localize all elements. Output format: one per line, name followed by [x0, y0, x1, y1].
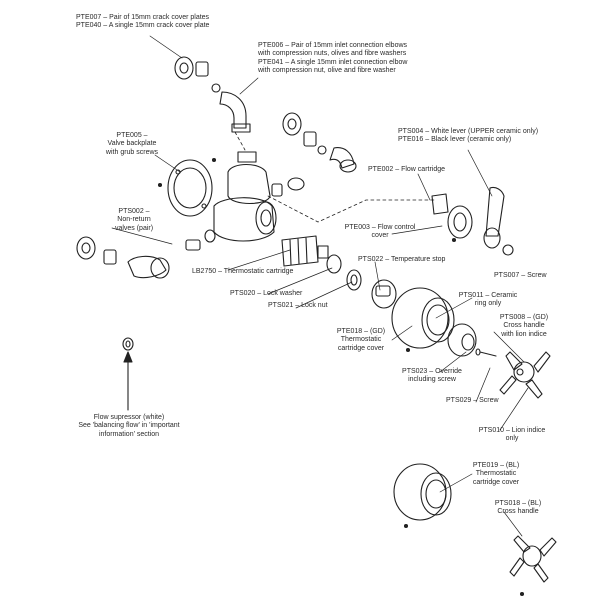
- flow-supressor-arrow: [123, 351, 133, 411]
- label-pts011: PTS011 – Ceramic ring only: [458, 292, 518, 308]
- label-pts010: PTS010 – Lion indice only: [478, 427, 546, 443]
- valve-body: [213, 151, 305, 242]
- label-pts007: PTS007 – Screw: [494, 272, 547, 279]
- non-return-valves: [185, 229, 216, 251]
- label-pts021: PTS021 – Lock nut: [268, 302, 328, 309]
- lock-washer-nut: [326, 254, 362, 291]
- label-pts029: PTS029 – Screw: [446, 397, 499, 404]
- label-lb2750: LB2750 – Thermostatic cartridge: [192, 268, 294, 275]
- cartridge-cover-bl: [393, 463, 452, 529]
- label-pte003: PTE003 – Flow control cover: [344, 224, 416, 240]
- label-pte006: PTE006 – Pair of 15mm inlet connection e…: [258, 42, 408, 75]
- label-pte019: PTE019 – (BL) Thermostatic cartridge cov…: [472, 462, 520, 486]
- label-pte002: PTE002 – Flow cartridge: [368, 166, 446, 173]
- label-pte005: PTE005 – Valve backplate with grub screw…: [105, 132, 159, 156]
- alignment-dashes: [234, 131, 435, 223]
- override: [447, 323, 477, 357]
- temperature-stop: [371, 279, 397, 309]
- label-pte018: PTE018 – (GD) Thermostatic cartridge cov…: [336, 328, 386, 352]
- label-pts018: PTS018 – (BL) Cross handle: [494, 500, 542, 516]
- cartridge-cover-gd: [391, 287, 455, 353]
- flow-cartridge: [431, 193, 473, 243]
- flow-supressor: [122, 337, 134, 351]
- inlet-elbows: [127, 91, 357, 279]
- leader-lines: [111, 35, 529, 537]
- cross-handle-bl: [509, 535, 557, 597]
- thermostatic-cartridge: [281, 235, 329, 267]
- label-flow-supressor: Flow supressor (white) See 'balancing fl…: [78, 414, 180, 438]
- label-pts023: PTS023 – Override including screw: [402, 368, 462, 384]
- label-pts022: PTS022 – Temperature stop: [358, 256, 446, 263]
- cross-handle-gd: [499, 351, 551, 399]
- valve-backplate: [157, 157, 217, 217]
- label-pts020: PTS020 – Lock washer: [230, 290, 303, 297]
- compression-nuts: [103, 61, 327, 265]
- crack-cover-plates: [76, 56, 302, 260]
- lever: [483, 186, 514, 256]
- label-pte007: PTE007 – Pair of 15mm crack cover plates…: [76, 14, 210, 30]
- label-pts004: PTS004 – White lever (UPPER ceramic only…: [398, 128, 539, 144]
- label-pts002: PTS002 – Non-return valves (pair): [114, 208, 154, 232]
- label-pts008: PTS008 – (GD) Cross handle with lion ind…: [499, 314, 549, 338]
- screw: [475, 348, 497, 357]
